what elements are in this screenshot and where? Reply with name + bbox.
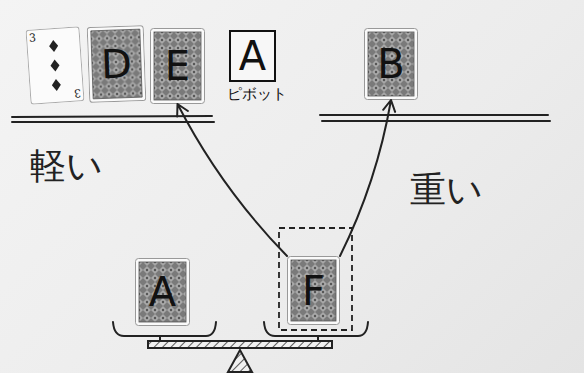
playing-card: 33 [25, 26, 84, 105]
diamond-pip [51, 79, 61, 92]
playing-card: F [287, 256, 340, 325]
box-outline [230, 31, 275, 81]
pivot-caption: ピボット [227, 86, 287, 103]
card-letter: F [287, 256, 340, 325]
card-back [151, 29, 205, 104]
dashed-highlight [279, 228, 352, 330]
card-face [26, 27, 84, 105]
underline [320, 114, 548, 116]
underline [12, 121, 214, 123]
scale-beam [148, 341, 332, 348]
group-underline [12, 115, 550, 122]
card-letter: A [229, 30, 276, 82]
arrow-line [177, 104, 287, 256]
card-back [365, 29, 418, 100]
arrow-connector [340, 100, 395, 256]
playing-card: A [135, 258, 190, 326]
pivot-box: Aピボット [229, 30, 276, 82]
card-letter: E [150, 28, 205, 104]
underline [12, 116, 212, 117]
balance-scale [113, 322, 368, 372]
arrow-connector [177, 104, 287, 256]
card-letter: D [87, 25, 147, 103]
underline [322, 120, 550, 122]
card-index: 3 [29, 32, 37, 43]
card-letter: A [135, 258, 190, 326]
arrow-label: 重い [410, 172, 483, 208]
playing-card: B [364, 28, 418, 100]
playing-card: D [87, 25, 147, 103]
fulcrum [228, 350, 252, 372]
playing-card: E [150, 28, 205, 104]
card-back [136, 259, 190, 326]
card-letter: B [364, 28, 418, 100]
diamond-pip [50, 59, 60, 72]
arrow-label: 軽い [30, 148, 103, 184]
arrow-line [340, 100, 395, 256]
diamond-pip [49, 40, 59, 53]
card-back [288, 257, 340, 325]
card-index: 3 [74, 87, 82, 98]
card-back [87, 26, 146, 103]
